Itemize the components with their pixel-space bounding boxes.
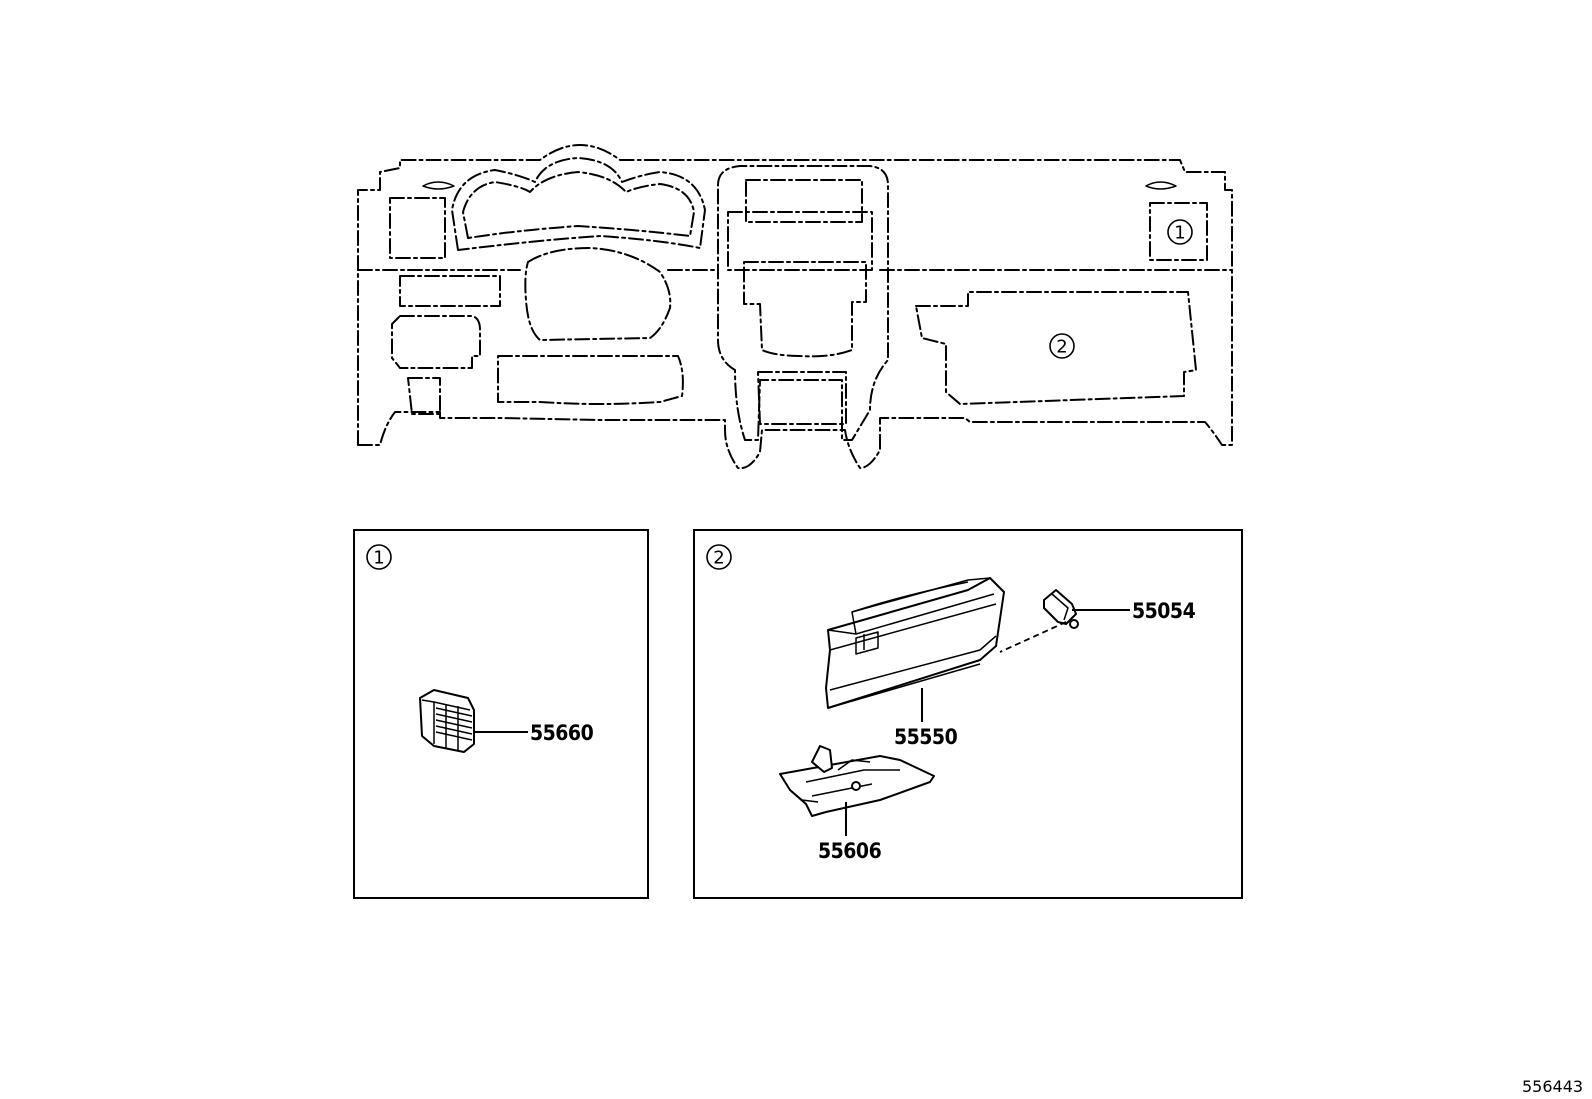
leader-damper-to-box [999,621,1067,653]
glove-box-damper-icon[interactable] [1043,589,1079,629]
part-number-55660[interactable]: 55660 [530,721,594,745]
dashboard-outline-icon [357,144,1233,470]
detail-panel-1: 1 55660 [353,529,649,899]
overview-callout-1[interactable]: 1 [1167,219,1193,245]
panel-2-callout-label: 2 [713,548,724,569]
detail-panel-2: 2 55550 55054 [693,529,1243,899]
part-number-55054[interactable]: 55054 [1132,599,1196,623]
air-vent-icon[interactable] [419,689,475,753]
overview-callout-2[interactable]: 2 [1049,333,1075,359]
overview-callout-2-label: 2 [1056,337,1067,358]
part-number-55550[interactable]: 55550 [894,725,958,749]
glove-box-icon[interactable] [825,577,1005,709]
overview-callout-1-label: 1 [1174,223,1185,244]
panel-1-callout: 1 [366,544,392,570]
glove-box-bracket-icon[interactable] [779,745,935,817]
diagram-reference-number: 556443 [1522,1077,1583,1096]
panel-2-callout: 2 [706,544,732,570]
panel-1-callout-label: 1 [373,548,384,569]
part-number-55606[interactable]: 55606 [818,839,882,863]
